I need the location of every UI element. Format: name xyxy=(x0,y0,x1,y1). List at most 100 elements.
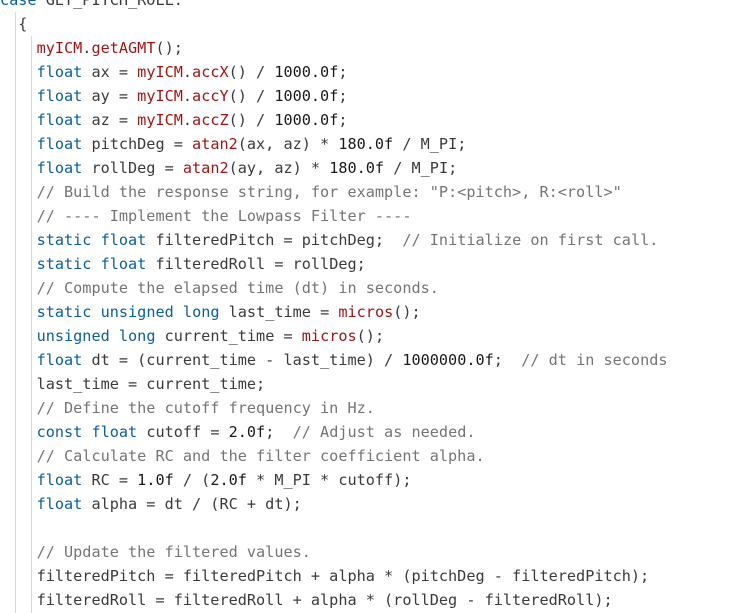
keyword-token: float xyxy=(36,351,83,369)
code-line[interactable]: filteredPitch = filteredPitch + alpha * … xyxy=(0,564,750,588)
indentation xyxy=(0,231,37,249)
code-text: / M_PI; xyxy=(393,135,467,153)
number-token: 180.0f xyxy=(338,135,394,153)
code-line[interactable]: float rollDeg = atan2(ay, az) * 180.0f /… xyxy=(0,156,750,180)
indentation xyxy=(0,543,37,561)
identifier-token: atan2 xyxy=(182,159,229,177)
code-text: GET_PITCH_ROLL: xyxy=(36,0,183,9)
indentation xyxy=(0,63,37,81)
code-line[interactable] xyxy=(0,516,750,540)
code-text: . xyxy=(182,111,193,129)
keyword-token: long xyxy=(118,327,156,345)
indentation xyxy=(0,519,37,537)
keyword-token: static xyxy=(36,231,92,249)
code-text: (ax, az) * xyxy=(237,135,339,153)
indentation xyxy=(0,567,37,585)
code-line[interactable]: float az = myICM.accZ() / 1000.0f; xyxy=(0,108,750,132)
code-line[interactable]: { xyxy=(0,12,750,36)
code-text: pitchDeg = xyxy=(82,135,193,153)
keyword-token: float xyxy=(36,159,83,177)
indentation xyxy=(0,591,37,609)
indentation xyxy=(0,351,37,369)
indentation xyxy=(0,399,37,417)
indentation xyxy=(0,183,37,201)
code-text: filteredPitch = filteredPitch + alpha * … xyxy=(36,567,650,585)
keyword-token: float xyxy=(100,255,147,273)
code-line[interactable]: unsigned long current_time = micros(); xyxy=(0,324,750,348)
code-text: / M_PI; xyxy=(384,159,458,177)
code-text: . xyxy=(182,63,193,81)
code-text: rollDeg = xyxy=(82,159,183,177)
identifier-token: myICM xyxy=(36,39,83,57)
code-text xyxy=(174,303,183,321)
identifier-token: atan2 xyxy=(192,135,238,153)
keyword-token: float xyxy=(36,135,83,153)
number-token: 1000.0f xyxy=(274,111,339,129)
code-text: ; xyxy=(265,423,293,441)
code-text: ; xyxy=(493,351,522,369)
code-line[interactable]: // Build the response string, for exampl… xyxy=(0,180,750,204)
code-line[interactable]: const float cutoff = 2.0f; // Adjust as … xyxy=(0,420,750,444)
indentation xyxy=(0,495,37,513)
code-line[interactable]: float dt = (current_time - last_time) / … xyxy=(0,348,750,372)
code-text: dt = (current_time - last_time) / xyxy=(82,351,403,369)
comment-token: // Define the cutoff frequency in Hz. xyxy=(36,399,375,417)
indentation xyxy=(0,327,37,345)
keyword-token: float xyxy=(100,231,147,249)
code-line[interactable]: // Calculate RC and the filter coefficie… xyxy=(0,444,750,468)
code-text: last_time = xyxy=(219,303,339,321)
code-text: () / xyxy=(228,87,275,105)
number-token: 180.0f xyxy=(329,159,385,177)
code-text: . xyxy=(82,39,92,57)
code-line[interactable]: case GET_PITCH_ROLL: xyxy=(0,0,750,12)
indentation xyxy=(0,87,37,105)
code-text: { xyxy=(18,15,28,33)
code-text: / ( xyxy=(173,471,211,489)
code-text xyxy=(91,255,100,273)
code-line[interactable]: // Compute the elapsed time (dt) in seco… xyxy=(0,276,750,300)
indentation xyxy=(0,135,37,153)
code-line[interactable]: // Define the cutoff frequency in Hz. xyxy=(0,396,750,420)
keyword-token: unsigned xyxy=(36,327,110,345)
code-line[interactable]: float RC = 1.0f / (2.0f * M_PI * cutoff)… xyxy=(0,468,750,492)
keyword-token: float xyxy=(36,471,83,489)
keyword-token: float xyxy=(36,63,83,81)
indent-guide-outer xyxy=(15,12,16,613)
keyword-token: const xyxy=(36,423,83,441)
code-line[interactable]: static float filteredRoll = rollDeg; xyxy=(0,252,750,276)
keyword-token: static xyxy=(36,255,92,273)
code-line[interactable]: // Update the filtered values. xyxy=(0,540,750,564)
indentation xyxy=(0,39,37,57)
code-text: (); xyxy=(155,39,183,57)
indentation xyxy=(0,255,37,273)
indentation xyxy=(0,423,37,441)
indentation xyxy=(0,159,37,177)
comment-token: // Build the response string, for exampl… xyxy=(36,183,622,201)
keyword-token: float xyxy=(36,111,83,129)
identifier-token: getAGMT xyxy=(91,39,156,57)
code-text xyxy=(91,231,100,249)
identifier-token: myICM xyxy=(137,87,183,105)
code-line[interactable]: myICM.getAGMT(); xyxy=(0,36,750,60)
code-line[interactable]: static unsigned long last_time = micros(… xyxy=(0,300,750,324)
code-line[interactable]: float ax = myICM.accX() / 1000.0f; xyxy=(0,60,750,84)
code-line[interactable]: float alpha = dt / (RC + dt); xyxy=(0,492,750,516)
identifier-token: myICM xyxy=(137,63,183,81)
code-text: alpha = dt / (RC + dt); xyxy=(82,495,302,513)
code-line[interactable]: float pitchDeg = atan2(ax, az) * 180.0f … xyxy=(0,132,750,156)
identifier-token: myICM xyxy=(137,111,183,129)
code-line[interactable]: // ---- Implement the Lowpass Filter ---… xyxy=(0,204,750,228)
code-text: az = xyxy=(82,111,138,129)
indentation xyxy=(0,15,18,33)
code-line[interactable]: static float filteredPitch = pitchDeg; /… xyxy=(0,228,750,252)
code-line[interactable]: filteredRoll = filteredRoll + alpha * (r… xyxy=(0,588,750,612)
code-text: (); xyxy=(356,327,385,345)
comment-token: // dt in seconds xyxy=(521,351,668,369)
identifier-token: accX xyxy=(192,63,229,81)
number-token: 1000.0f xyxy=(274,87,339,105)
identifier-token: micros xyxy=(338,303,394,321)
code-line[interactable]: float ay = myICM.accY() / 1000.0f; xyxy=(0,84,750,108)
code-line[interactable]: last_time = current_time; xyxy=(0,372,750,396)
